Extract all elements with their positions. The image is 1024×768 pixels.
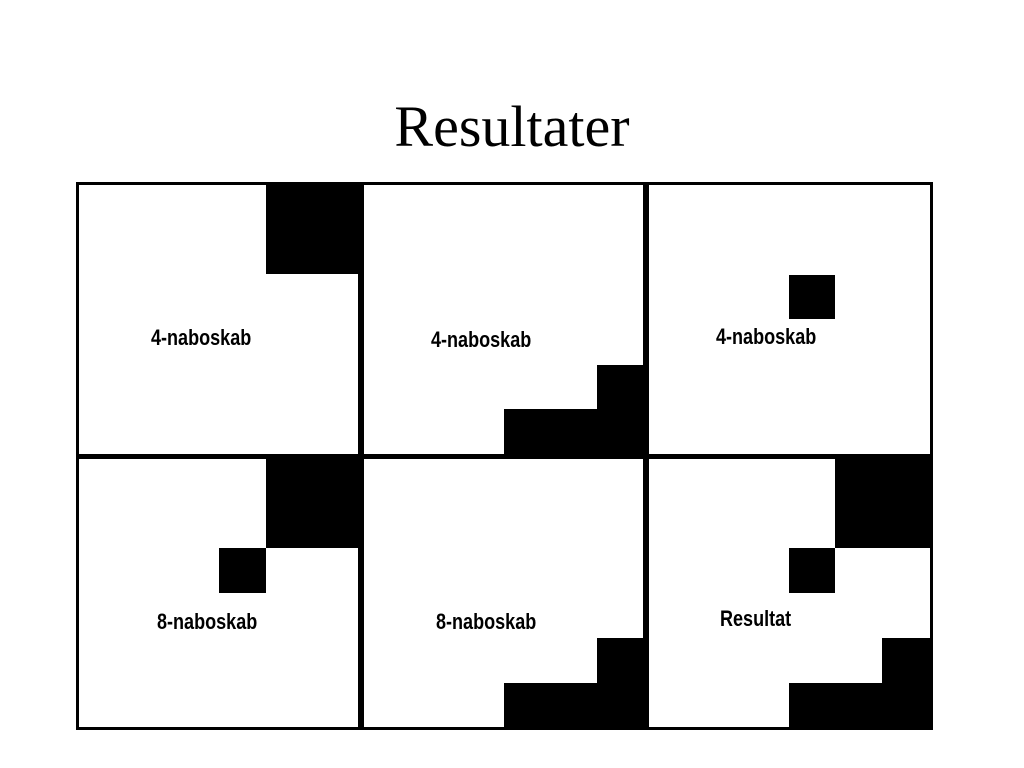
black-block: [504, 683, 643, 727]
panel-4-neighbor-3: 4-naboskab: [649, 185, 930, 454]
panel-result: Resultat: [649, 459, 930, 727]
black-block: [835, 459, 930, 548]
black-block: [789, 683, 930, 727]
black-block: [789, 548, 835, 593]
slide-title: Resultater: [394, 94, 630, 159]
panel-label: 8-naboskab: [157, 609, 258, 634]
panel-label: 4-naboskab: [151, 325, 252, 350]
black-block: [266, 459, 358, 548]
panel-label: 8-naboskab: [436, 609, 537, 634]
panel-8-neighbor-1: 8-naboskab: [79, 459, 358, 727]
panel-label: 4-naboskab: [716, 324, 817, 349]
panel-4-neighbor-2: 4-naboskab: [364, 185, 643, 454]
black-block: [219, 548, 266, 593]
panel-4-neighbor-1: 4-naboskab: [79, 185, 358, 454]
black-block: [266, 185, 358, 274]
panel-label: Resultat: [720, 606, 792, 631]
black-block: [789, 275, 835, 319]
panel-label: 4-naboskab: [431, 327, 532, 352]
panel-8-neighbor-2: 8-naboskab: [364, 459, 643, 727]
black-block: [504, 409, 643, 454]
results-grid: 4-naboskab 4-naboskab 4-naboskab 8-nabos…: [76, 182, 933, 730]
